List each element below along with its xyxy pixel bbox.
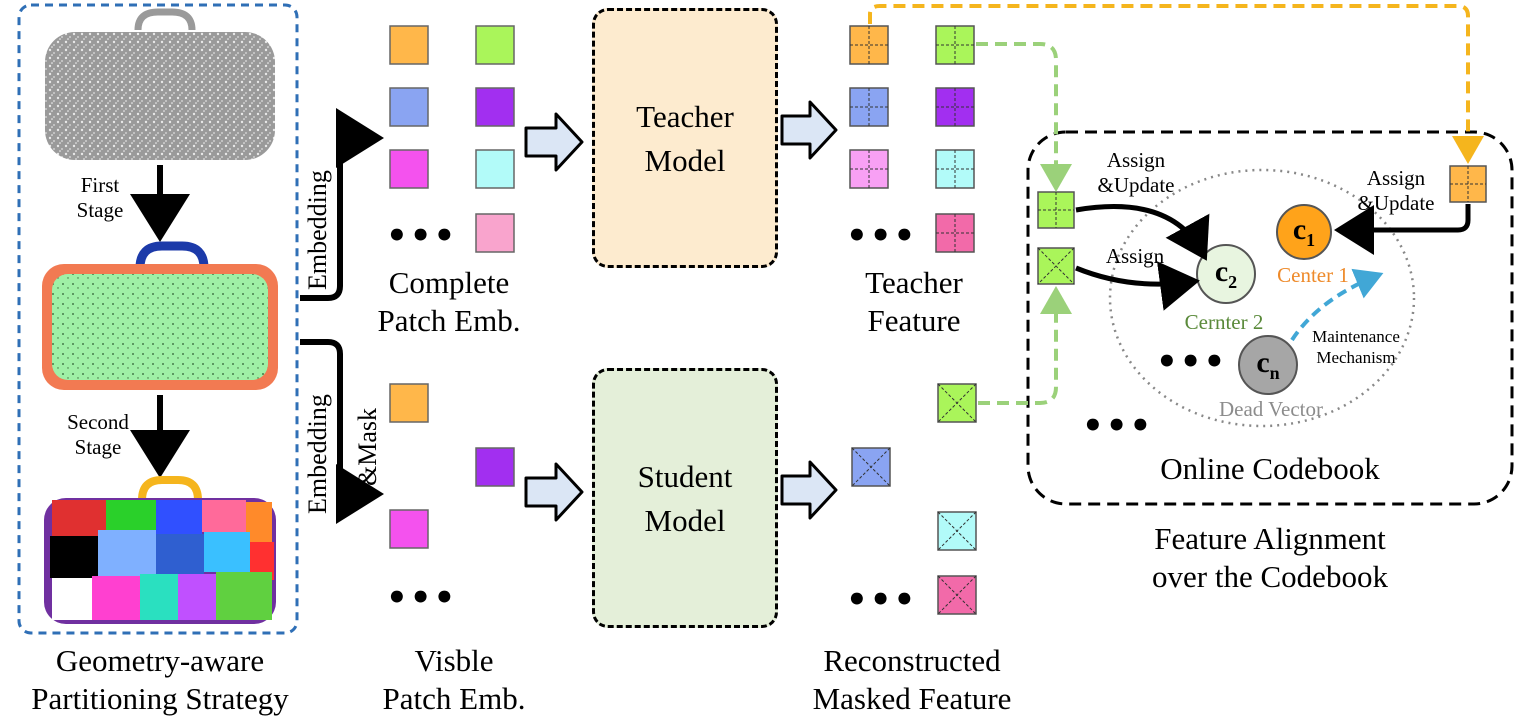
assign-update-arrow-right [1334,204,1471,255]
center-2-symbol-letter: c [1214,255,1229,288]
visible-patch-grid [389,383,515,549]
codebook-inner-dots: ••• [1156,342,1228,382]
reconstructed-to-codebook-green-line [978,286,1072,405]
student-model-box: Student Model [592,368,778,628]
assign-label: Assign [1105,244,1165,268]
second-stage-label: Second Stage [67,410,129,459]
center-n-symbol: cn [1246,345,1290,391]
complete-patch-caption: Complete Patch Emb. [377,265,521,338]
alignment-caption: Feature Alignment over the Codebook [1152,521,1388,594]
center-1-symbol: c1 [1284,212,1324,258]
student-model-label: Student Model [637,459,733,538]
maintenance-label: Maintenance Mechanism [1312,327,1400,367]
assign-update-arrow-left [1075,204,1210,261]
embedding-label-top: Embedding [303,170,332,290]
assign-update-right-label: Assign &Update [1357,166,1435,215]
visible-patch-dots: ••• [386,578,458,618]
first-stage-label: First Stage [76,173,124,222]
block-arrows [524,100,838,522]
complete-patch-dots: ••• [386,216,458,256]
teacher-feature-grid-lines [850,26,974,252]
visible-patch-purple [475,447,515,487]
center-n-symbol-letter: c [1256,346,1270,379]
visible-patch-magenta [389,509,429,549]
patch-green [475,25,515,65]
embedding-arrow-top [300,108,384,301]
center-n-label: Dead Vector [1219,397,1323,421]
teacher-to-codebook-green-line [976,42,1072,192]
patch-orange [389,25,429,65]
codebook-outer-dots: ••• [1082,406,1154,446]
raw-point-cloud-bag [45,8,275,160]
center-1-node [1276,204,1332,260]
center-2-symbol: c2 [1204,254,1248,300]
teacher-model-box: Teacher Model [592,8,778,268]
codebook-circle [1108,168,1416,428]
teacher-model-label: Teacher Model [636,99,734,178]
teacher-feature-caption: Teacher Feature [865,265,963,338]
embedding-arrow-bottom [300,339,384,524]
partitioning-caption: Geometry-aware Partitioning Strategy [31,643,289,716]
assign-update-left-label: Assign &Update [1097,148,1175,197]
reconstructed-dots: ••• [846,580,918,620]
patch-blue [389,87,429,127]
center-1-subscript: 1 [1306,230,1316,250]
first-stage-bag [42,241,278,390]
codebook-panel [1026,130,1514,506]
center-1-label: Center 1 [1277,263,1349,287]
visible-patch-orange [389,383,429,423]
mask-label: &Mask [353,408,382,486]
codebook-title: Online Codebook [1160,451,1380,486]
visible-patch-caption: Visble Patch Emb. [382,643,526,716]
reconstructed-caption: Reconstructed Masked Feature [812,643,1012,716]
partition-panel [17,3,299,635]
patch-magenta [389,149,429,189]
codebook-patch-lines [1037,166,1486,285]
reconstructed-crosses [851,383,977,615]
center-2-label: Cernter 2 [1184,310,1264,334]
center-1-symbol-letter: c [1292,213,1307,246]
complete-patch-grid [389,25,515,253]
teacher-to-codebook-yellow-line [868,4,1484,164]
assign-arrow [1075,261,1200,311]
patch-pink [475,213,515,253]
maintenance-arrow [1290,268,1384,342]
patch-cyan [475,149,515,189]
center-n-subscript: n [1269,363,1280,383]
embedding-label-bottom: Embedding [303,394,332,514]
center-n-node [1238,335,1298,395]
patch-purple [475,87,515,127]
partitioned-bag [44,476,276,624]
teacher-feature-dots: ••• [846,216,918,256]
center-2-subscript: 2 [1228,272,1238,292]
